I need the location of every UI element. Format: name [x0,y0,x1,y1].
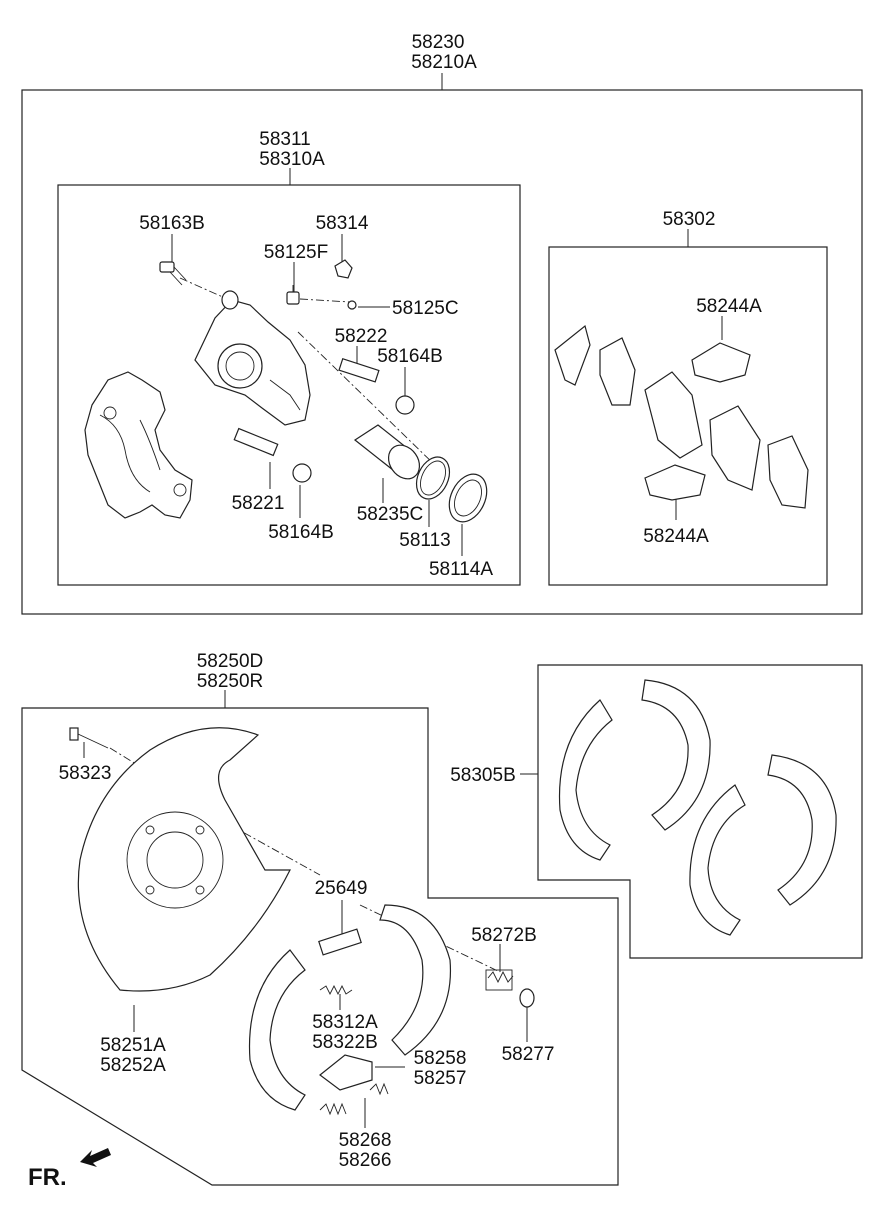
label-58312a: 58312A [312,1012,378,1033]
adjuster-spring-icon [319,984,353,996]
guide-pin-lower-icon [233,427,279,457]
label-58272b: 58272B [471,925,537,946]
brake-shoe-icon [248,904,452,1111]
front-indicator-label: FR. [28,1164,67,1191]
brake-pad-shim-icon [554,324,636,406]
boot-seal-icon [448,473,488,523]
label-58230: 58230 [412,32,465,53]
label-58114a: 58114A [429,559,493,580]
label-58277: 58277 [502,1044,555,1065]
label-58163b: 58163B [139,213,205,234]
label-58164b-lower: 58164B [268,522,334,543]
label-58268: 58268 [339,1130,392,1151]
pad-clip-upper-icon [691,342,751,383]
label-58322b: 58322B [312,1032,378,1053]
pad-clip-lower-icon [644,464,706,501]
label-58125c: 58125C [392,298,459,319]
lower-spring-icon [319,1082,389,1116]
backing-plate-icon [77,727,291,992]
label-58305b: 58305B [450,765,516,786]
backplate-bolt-icon [69,727,109,749]
parking-lever-icon [319,1054,373,1091]
backplate-assembly-box [21,707,619,1186]
label-58244a-upper: 58244A [696,296,762,317]
cap-icon [347,300,357,310]
bleeder-screw-icon [286,285,300,305]
label-58266: 58266 [339,1150,392,1171]
shoe-kit-shoes-icon [558,679,837,936]
washer-icon [519,988,535,1008]
label-58311: 58311 [259,129,310,150]
guide-bolt-icon [159,261,187,286]
label-58244a-lower: 58244A [643,526,709,547]
boot-lower-icon [292,463,312,483]
label-58222: 58222 [335,326,388,347]
label-58250d: 58250D [197,651,264,672]
label-58251a: 58251A [100,1035,166,1056]
label-58221: 58221 [232,493,285,514]
label-58164b-upper: 58164B [377,346,443,367]
label-58257: 58257 [414,1068,467,1089]
label-25649: 25649 [315,878,368,899]
label-58258: 58258 [414,1048,467,1069]
label-58323: 58323 [59,763,112,784]
label-58125f: 58125F [264,242,328,263]
label-58314: 58314 [316,213,369,234]
label-58250r: 58250R [197,671,264,692]
piston-seal-icon [415,456,451,500]
boot-upper-icon [395,395,415,415]
adjuster-icon [318,928,362,956]
guide-pin-upper-icon [338,357,380,383]
piston-icon [353,424,421,480]
label-58310a: 58310A [259,149,325,170]
label-58113: 58113 [399,530,450,551]
upper-spring-icon [485,969,514,991]
label-58235c: 58235C [357,504,424,525]
sleeve-icon [334,259,353,279]
label-58210a: 58210A [411,52,477,73]
front-arrow-icon [80,1148,111,1167]
caliper-body-icon [194,290,311,426]
brake-pad-icon [644,371,809,509]
shoe-kit-box [537,664,863,959]
caliper-bracket-icon [84,371,193,519]
caliper-subassembly-box [57,184,521,586]
label-58302: 58302 [663,209,716,230]
label-58252a: 58252A [100,1055,166,1076]
